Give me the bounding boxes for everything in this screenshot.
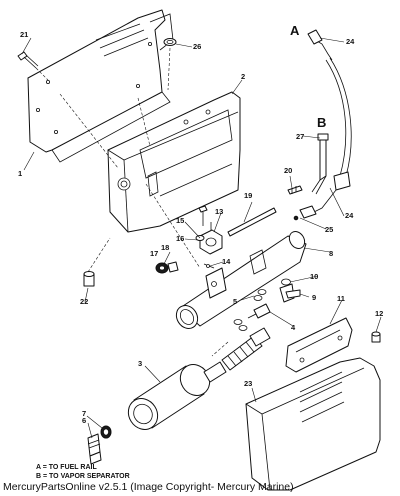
callout-22: 22: [80, 297, 88, 306]
grommet-small-part: [371, 331, 381, 343]
callout-15: 15: [176, 216, 184, 225]
nut-part: [293, 215, 299, 221]
fuel-cooler-part: [245, 357, 381, 491]
callout-18: 18: [161, 243, 169, 252]
callout-13: 13: [215, 207, 223, 216]
letter-a: A: [290, 23, 300, 38]
grommet-part: [163, 38, 177, 46]
note-to-vapor-separator: B = TO VAPOR SEPARATOR: [36, 473, 130, 480]
clamp-part: [199, 222, 223, 255]
callout-14: 14: [222, 257, 231, 266]
callout-20: 20: [284, 166, 292, 175]
pump-o-ring-part: [100, 425, 112, 439]
bolt-part: [198, 205, 208, 226]
inlet-fitting-part: [87, 433, 102, 465]
callout-17: 17: [150, 249, 158, 258]
retainer-part: [285, 317, 353, 373]
legend-notes: A = TO FUEL RAIL B = TO VAPOR SEPARATOR: [36, 464, 130, 480]
fuel-pump-part: [127, 327, 271, 430]
callout-10: 10: [310, 272, 318, 281]
hose-b-part: [311, 133, 329, 195]
fuel-tube-part: [175, 231, 307, 329]
callout-5: 5: [233, 297, 237, 306]
connector-part: [247, 303, 271, 319]
callout-4: 4: [291, 323, 296, 332]
callout-7: 7: [82, 409, 86, 418]
callout-6: 6: [82, 416, 86, 425]
screw-part: [17, 51, 49, 81]
rod-part: [227, 207, 277, 237]
callout-27: 27: [296, 132, 304, 141]
copyright-footer: MercuryPartsOnline v2.5.1 (Image Copyrig…: [3, 481, 294, 493]
callout-21: 21: [20, 30, 28, 39]
callout-24-top: 24: [346, 37, 355, 46]
clip-part: [203, 263, 215, 269]
callout-25: 25: [325, 225, 333, 234]
callout-12: 12: [375, 309, 383, 318]
callout-23: 23: [244, 379, 252, 388]
callout-26: 26: [193, 42, 201, 51]
callout-19: 19: [244, 191, 252, 200]
callout-9: 9: [312, 293, 316, 302]
mounting-plate-part: [27, 9, 174, 163]
callout-labels: 1 2 3 4 5 6 7 8 9 10 11 12 13 14 15 16 1…: [18, 23, 383, 425]
elbow-fitting-part: [279, 283, 301, 303]
callout-1: 1: [18, 169, 22, 178]
cover-bracket-part: [107, 91, 241, 233]
leader-lines: [21, 37, 382, 439]
letter-b: B: [317, 115, 326, 130]
callout-3: 3: [138, 359, 142, 368]
callout-16: 16: [176, 234, 184, 243]
stud-part: [287, 185, 303, 195]
cap-part: [83, 271, 95, 287]
callout-24-bottom: 24: [345, 211, 354, 220]
seal-rings-part: [233, 289, 267, 331]
o-ring-part: [281, 278, 291, 286]
hose-a-part: [299, 29, 352, 219]
note-to-fuel-rail: A = TO FUEL RAIL: [36, 464, 97, 471]
callout-2: 2: [241, 72, 245, 81]
callout-8: 8: [329, 249, 333, 258]
callout-11: 11: [337, 294, 345, 303]
fitting-part: [155, 261, 179, 274]
